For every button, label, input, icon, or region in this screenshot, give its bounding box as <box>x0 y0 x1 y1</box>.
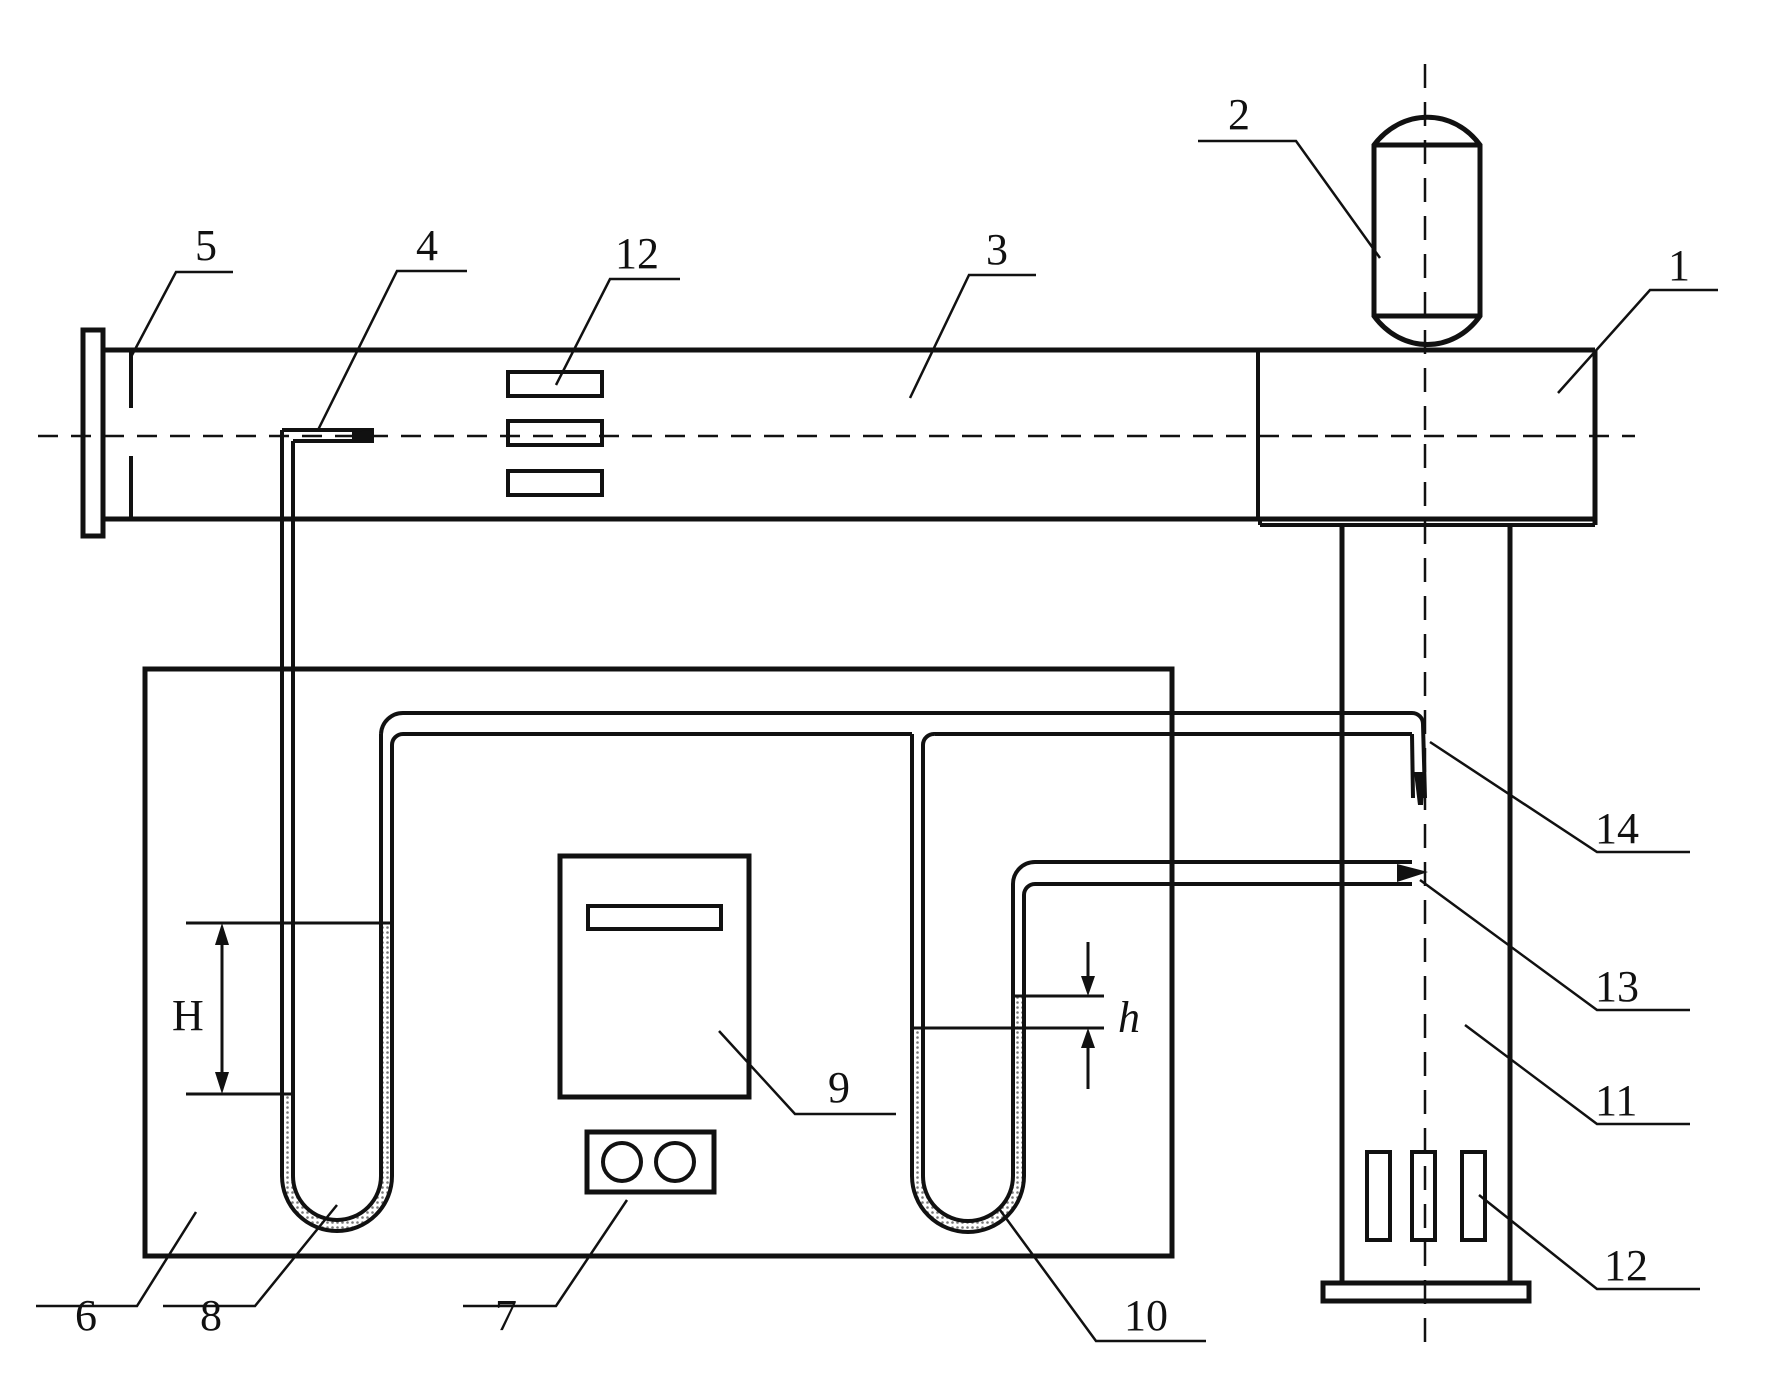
label-1: 1 <box>1668 241 1690 290</box>
horizontal-pipe <box>127 347 1598 527</box>
label-6: 6 <box>75 1291 97 1340</box>
knobs <box>584 1129 717 1195</box>
vertical-column <box>1320 525 1532 1304</box>
label-11: 11 <box>1595 1076 1637 1125</box>
label-2: 2 <box>1228 90 1250 139</box>
label-5: 5 <box>195 221 217 270</box>
display-unit <box>557 853 752 1100</box>
dimension-H <box>186 921 381 1096</box>
leader-lines <box>36 139 1718 1343</box>
top-slots <box>506 370 604 497</box>
dimension-label-h: h <box>1118 993 1140 1042</box>
label-10: 10 <box>1124 1291 1168 1340</box>
lamp <box>1371 114 1483 347</box>
panel <box>142 666 1175 1259</box>
label-12-bottom: 12 <box>1604 1241 1648 1290</box>
dimension-label-H: H <box>172 991 204 1040</box>
label-13: 13 <box>1595 962 1639 1011</box>
label-14: 14 <box>1595 804 1639 853</box>
label-3: 3 <box>986 225 1008 274</box>
label-4: 4 <box>416 221 438 270</box>
label-9: 9 <box>828 1063 850 1112</box>
flange <box>80 327 133 539</box>
label-8: 8 <box>200 1291 222 1340</box>
pressure-tube <box>390 711 1427 805</box>
u-tube-manometer-left <box>280 428 404 1233</box>
center-lines <box>38 64 1635 1349</box>
u-tube-manometer-right <box>910 731 1428 1234</box>
label-7: 7 <box>495 1291 517 1340</box>
label-12-top: 12 <box>615 229 659 278</box>
dimension-h <box>923 942 1104 1089</box>
